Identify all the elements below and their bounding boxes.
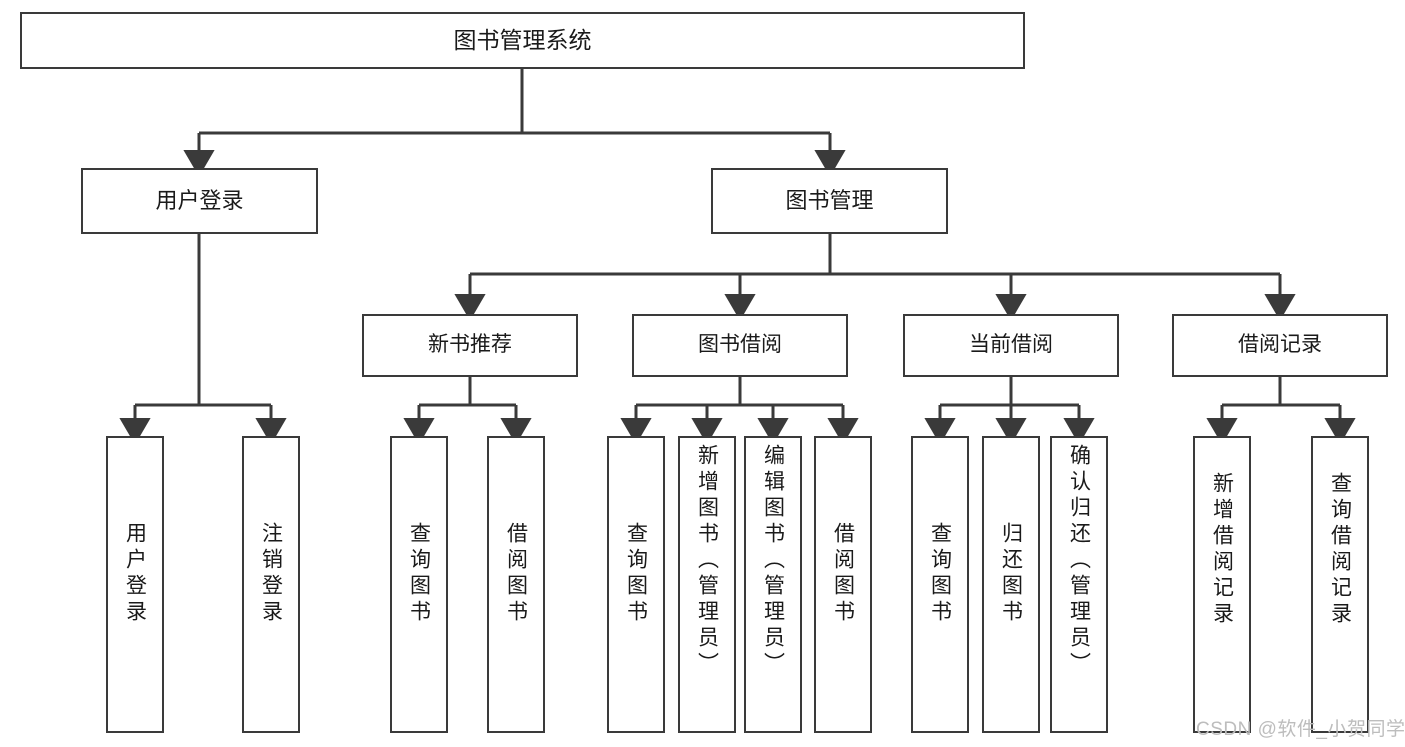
leaf-add-borrowing-record[interactable]: 新增借阅记录 [1193, 436, 1251, 733]
leaf-confirm-return-admin[interactable]: 确认归还（管理员） [1050, 436, 1108, 733]
node-new-book-recommendation[interactable]: 新书推荐 [362, 314, 578, 377]
leaf-borrow-books-borrowing[interactable]: 借阅图书 [814, 436, 872, 733]
node-label: 注销登录 [259, 522, 283, 626]
node-label: 归还图书 [999, 522, 1023, 626]
node-user-login[interactable]: 用户登录 [81, 168, 318, 234]
leaf-query-books-borrowing[interactable]: 查询图书 [607, 436, 665, 733]
node-label: 查询图书 [624, 522, 648, 626]
leaf-logout[interactable]: 注销登录 [242, 436, 300, 733]
leaf-edit-book-admin[interactable]: 编辑图书（管理员） [744, 436, 802, 733]
leaf-add-book-admin[interactable]: 新增图书（管理员） [678, 436, 736, 733]
node-label: 新增借阅记录 [1210, 472, 1234, 628]
node-label: 借阅记录 [1238, 333, 1322, 357]
leaf-query-books-recommendation[interactable]: 查询图书 [390, 436, 448, 733]
node-book-borrowing[interactable]: 图书借阅 [632, 314, 848, 377]
node-label: 新书推荐 [428, 333, 512, 357]
node-label: 图书借阅 [698, 333, 782, 357]
node-label: 编辑图书（管理员） [761, 444, 785, 678]
leaf-query-books-current[interactable]: 查询图书 [911, 436, 969, 733]
node-label: 图书管理系统 [453, 27, 592, 54]
node-label: 查询借阅记录 [1328, 472, 1352, 628]
node-label: 查询图书 [928, 522, 952, 626]
node-current-borrowing[interactable]: 当前借阅 [903, 314, 1119, 377]
node-label: 用户登录 [123, 522, 147, 626]
node-label: 当前借阅 [969, 333, 1053, 357]
node-label: 借阅图书 [504, 522, 528, 626]
node-label: 用户登录 [155, 188, 244, 214]
leaf-return-books[interactable]: 归还图书 [982, 436, 1040, 733]
leaf-user-login[interactable]: 用户登录 [106, 436, 164, 733]
node-label: 新增图书（管理员） [695, 444, 719, 678]
node-root-book-management-system[interactable]: 图书管理系统 [20, 12, 1025, 69]
node-label: 确认归还（管理员） [1067, 444, 1091, 678]
csdn-watermark: CSDN @软件_小贺同学 [1196, 719, 1405, 740]
node-borrowing-records[interactable]: 借阅记录 [1172, 314, 1388, 377]
node-book-management[interactable]: 图书管理 [711, 168, 948, 234]
node-label: 图书管理 [785, 188, 874, 214]
leaf-borrow-books-recommendation[interactable]: 借阅图书 [487, 436, 545, 733]
leaf-query-borrowing-record[interactable]: 查询借阅记录 [1311, 436, 1369, 733]
node-label: 查询图书 [407, 522, 431, 626]
node-label: 借阅图书 [831, 522, 855, 626]
